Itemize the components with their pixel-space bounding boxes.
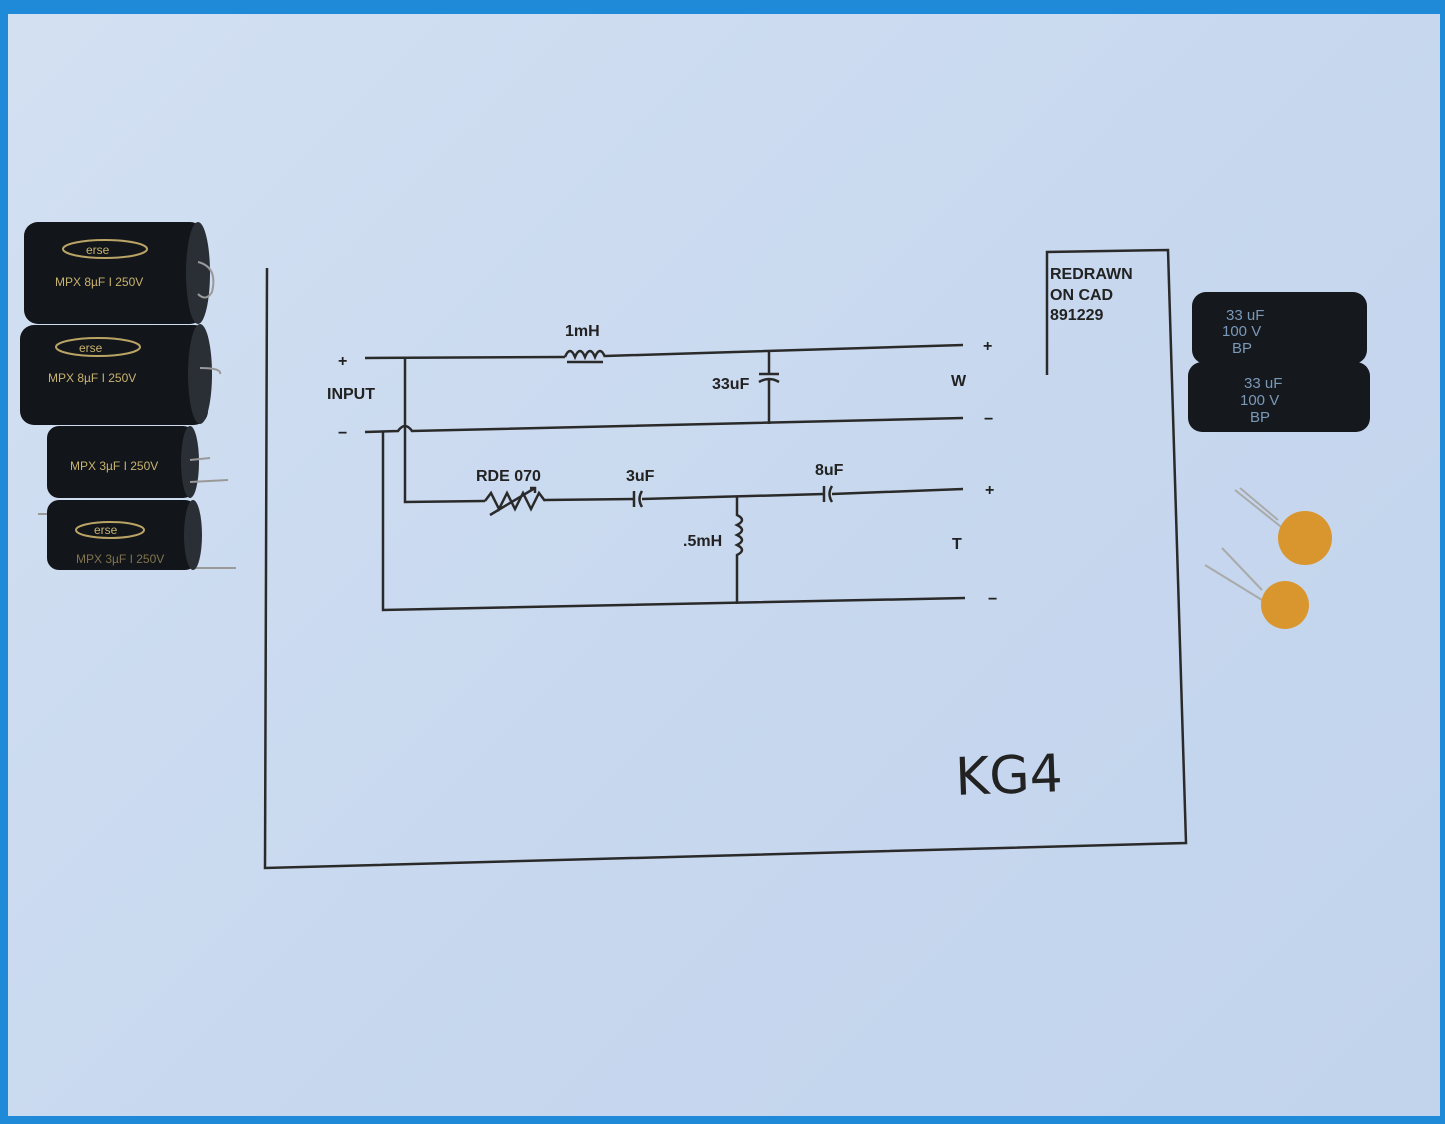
film-cap-rating: MPX 3µF I 250V xyxy=(76,552,164,566)
inductor-1mh-symbol xyxy=(563,349,607,364)
capacitor-33uf-symbol xyxy=(758,352,780,424)
title-block-line-3: 891229 xyxy=(1050,307,1103,324)
tweeter-negative-wire xyxy=(381,432,966,612)
film-cap-rating: MPX 8µF I 250V xyxy=(48,371,136,385)
negative-wire xyxy=(364,416,964,434)
paper-sheet xyxy=(8,14,1440,1116)
woofer-plus-label: + xyxy=(983,338,992,355)
electrolytic-capacitor: 33 uF 100 V BP xyxy=(1192,292,1367,364)
handwritten-kg4: KG4 xyxy=(954,744,1064,808)
inductor-1mh-label: 1mH xyxy=(565,323,600,340)
resistor-label: RDE 070 xyxy=(476,468,541,485)
frame-border xyxy=(263,248,1188,870)
title-block-line-2: ON CAD xyxy=(1050,287,1113,304)
film-cap-brand: erse xyxy=(86,243,110,257)
woofer-positive-wire xyxy=(364,343,964,360)
input-minus-label: − xyxy=(338,425,347,442)
film-cap-brand: erse xyxy=(79,341,103,355)
tweeter-label: T xyxy=(952,536,962,553)
resistor-rde070-symbol xyxy=(484,486,546,517)
input-label: INPUT xyxy=(327,386,375,403)
ecap-value: 33 uF xyxy=(1244,375,1282,392)
input-to-tweeter-wire xyxy=(403,358,486,504)
ecap-value: 33 uF xyxy=(1226,307,1264,324)
ecap-voltage: 100 V xyxy=(1222,323,1261,340)
film-capacitor: erse MPX 3µF I 250V xyxy=(38,500,236,570)
film-capacitor: erse MPX 8µF I 250V xyxy=(20,324,222,425)
tweeter-plus-label: + xyxy=(985,482,994,499)
inductor-05mh-label: .5mH xyxy=(683,533,722,550)
title-block-line-1: REDRAWN xyxy=(1050,266,1133,283)
capacitor-33uf-label: 33uF xyxy=(712,376,750,393)
woofer-label: W xyxy=(951,373,967,390)
film-capacitor: erse MPX 8µF I 250V xyxy=(24,222,215,324)
capacitor-3uf-symbol xyxy=(632,490,644,508)
film-capacitor: MPX 3µF I 250V xyxy=(47,426,229,498)
ecap-type: BP xyxy=(1232,340,1252,357)
ceramic-capacitor xyxy=(1204,547,1309,629)
film-cap-rating: MPX 3µF I 250V xyxy=(70,459,158,473)
tweeter-minus-label: − xyxy=(988,591,997,608)
ecap-voltage: 100 V xyxy=(1240,392,1279,409)
tweeter-positive-wire xyxy=(544,487,964,502)
capacitor-8uf-symbol xyxy=(822,485,834,503)
capacitor-3uf-label: 3uF xyxy=(626,468,655,485)
woofer-minus-label: − xyxy=(984,411,993,428)
capacitor-8uf-label: 8uF xyxy=(815,462,844,479)
electrolytic-capacitor: 33 uF 100 V BP xyxy=(1188,362,1370,432)
film-cap-brand: erse xyxy=(94,523,118,537)
ecap-type: BP xyxy=(1250,409,1270,426)
inductor-05mh-symbol xyxy=(734,497,744,604)
ceramic-capacitor xyxy=(1234,487,1332,565)
input-plus-label: + xyxy=(338,353,347,370)
film-cap-rating: MPX 8µF I 250V xyxy=(55,275,143,289)
